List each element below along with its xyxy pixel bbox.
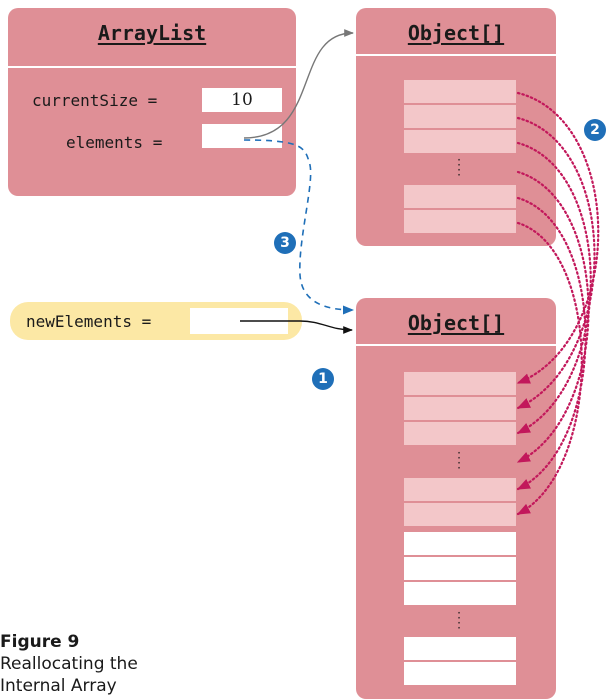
new-array-copied-slot [404, 372, 516, 395]
figure-caption: Reallocating the Internal Array [0, 654, 138, 696]
copy-arrow [516, 141, 592, 435]
new-array-empty-slot [404, 662, 516, 685]
new-array-divider [356, 344, 556, 346]
copy-arrow [516, 170, 590, 464]
copy-arrow [516, 221, 583, 516]
old-reference-arrow [243, 29, 354, 139]
elements-reference-box [202, 124, 282, 148]
new-array-empty-slot [404, 532, 516, 555]
copy-arrow [516, 91, 600, 385]
copy-arrow [516, 196, 587, 491]
new-array-empty-slot [404, 637, 516, 660]
new-elements-arrow [240, 320, 353, 334]
old-array-slot [404, 105, 516, 128]
reassign-elements-arrow [243, 139, 355, 315]
arraylist-object: ArrayList currentSize = 10 elements = [8, 8, 296, 196]
new-array-copied-slot [404, 503, 516, 526]
old-array-slot [404, 210, 516, 233]
new-array-copied-slot [404, 478, 516, 501]
new-array-empty-slot [404, 557, 516, 580]
old-array-slot [404, 130, 516, 153]
current-size-value: 10 [202, 88, 282, 112]
old-array-ellipsis: ···· [457, 153, 461, 182]
arraylist-title: ArrayList [97, 21, 207, 45]
elements-label: elements = [66, 133, 163, 152]
step-1-marker: 1 [312, 368, 334, 390]
old-array-divider [356, 54, 556, 56]
old-array-title: Object[] [407, 21, 505, 45]
arraylist-divider [8, 66, 296, 68]
new-array-copied-slot [404, 422, 516, 445]
old-array-slot [404, 185, 516, 208]
new-array-ellipsis: ···· [457, 606, 461, 635]
copy-arrows [516, 91, 600, 516]
current-size-label: currentSize = [32, 91, 158, 110]
figure-label: Figure 9 [0, 632, 80, 652]
old-array-slot [404, 80, 516, 103]
step-2-marker: 2 [584, 119, 606, 141]
new-array-title: Object[] [407, 311, 505, 335]
new-array-empty-slot [404, 582, 516, 605]
new-array-ellipsis: ···· [457, 446, 461, 475]
step-3-marker: 3 [274, 232, 296, 254]
new-elements-variable: newElements = [10, 302, 302, 340]
copy-arrow [516, 116, 596, 410]
new-array-copied-slot [404, 397, 516, 420]
new-elements-label: newElements = [26, 312, 152, 331]
